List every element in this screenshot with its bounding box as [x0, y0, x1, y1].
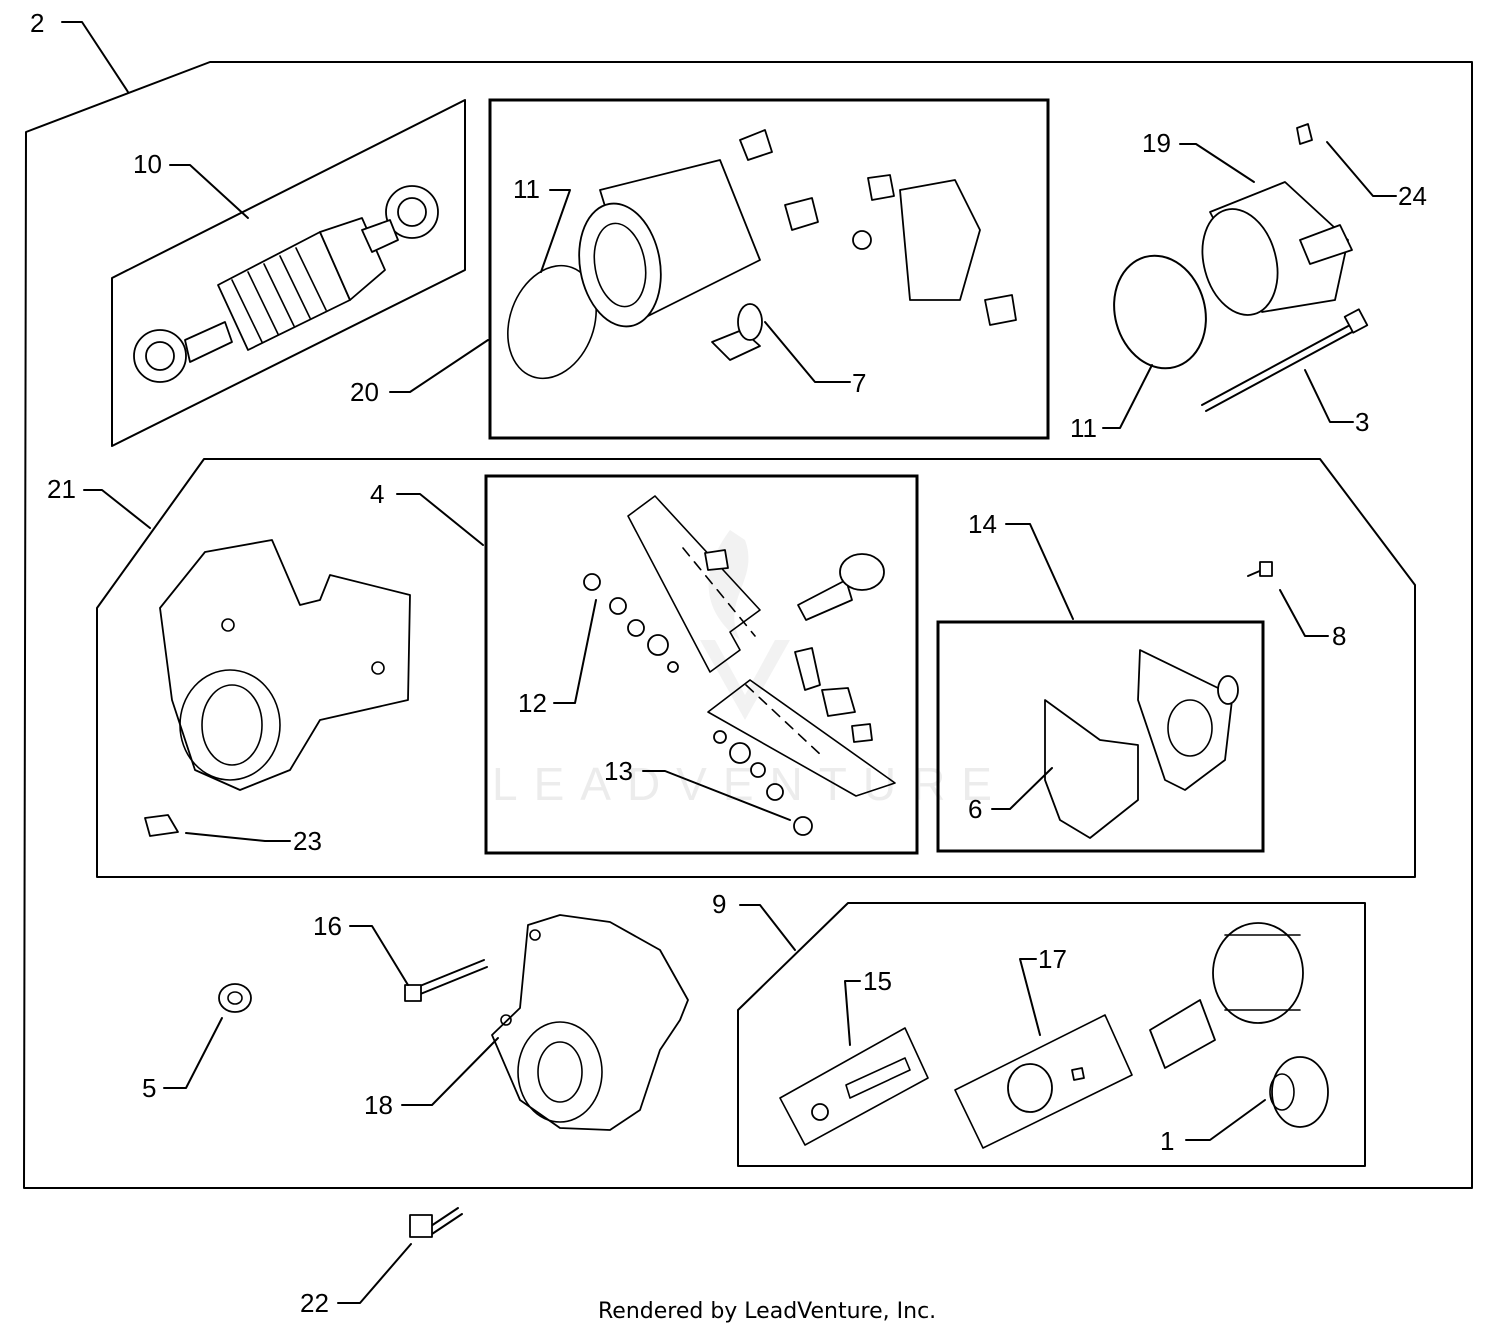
overrunning-clutch-parts	[779, 922, 1329, 1149]
callout-24: 24	[1398, 181, 1427, 211]
watermark-text: LEADVENTURE	[492, 758, 1008, 810]
callout-18: 18	[364, 1090, 393, 1120]
callout-2: 2	[30, 8, 44, 38]
callout-4: 4	[370, 479, 384, 509]
callout-5: 5	[142, 1073, 156, 1103]
clutch-kit-frame	[737, 902, 1366, 1167]
gasket-parts	[1044, 649, 1239, 839]
callout-22: 22	[300, 1288, 329, 1318]
callout-11-cover: 11	[1070, 413, 1097, 443]
nut-5-part	[218, 983, 252, 1013]
callout-20: 20	[350, 377, 379, 407]
callout-10: 10	[133, 149, 162, 179]
callout-7: 7	[852, 368, 866, 398]
callout-9: 9	[712, 889, 726, 919]
yoke-kit-box	[488, 98, 1050, 440]
outer-assembly-frame	[23, 61, 1473, 1189]
end-cover-part	[1113, 123, 1353, 370]
commutator-end-frame-part	[491, 914, 689, 1131]
callout-14: 14	[968, 509, 997, 539]
callout-13: 13	[604, 756, 633, 786]
callout-1: 1	[1160, 1126, 1174, 1156]
callout-11-yoke: 11	[513, 174, 540, 204]
leader-lines	[61, 21, 1397, 1304]
callout-16: 16	[313, 911, 342, 941]
through-bolt-part	[1201, 308, 1369, 412]
bolt-16-part	[404, 959, 488, 1002]
callout-15: 15	[863, 966, 892, 996]
callout-12: 12	[518, 688, 547, 718]
bolt-8-part	[1247, 561, 1273, 577]
solenoid-contact-parts	[583, 495, 896, 836]
callout-labels: 2 10 11 20 7 19 24 11 3 21 4 12 13 14 8 …	[30, 8, 1427, 1318]
housing-kit-frame	[96, 458, 1416, 878]
callout-17: 17	[1038, 944, 1067, 974]
yoke-field-coil-part	[507, 129, 1017, 380]
contact-kit-box	[484, 474, 919, 855]
callout-23: 23	[293, 826, 322, 856]
armature-kit-frame	[111, 99, 466, 447]
armature-part	[133, 185, 439, 383]
callout-8: 8	[1332, 621, 1346, 651]
bolt-22-part	[409, 1207, 463, 1238]
drive-housing-part	[144, 539, 411, 837]
gasket-kit-box	[936, 620, 1265, 853]
render-credit: Rendered by LeadVenture, Inc.	[598, 1299, 936, 1324]
callout-19: 19	[1142, 128, 1171, 158]
callout-3: 3	[1355, 407, 1369, 437]
callout-21: 21	[47, 474, 76, 504]
callout-6: 6	[968, 794, 982, 824]
